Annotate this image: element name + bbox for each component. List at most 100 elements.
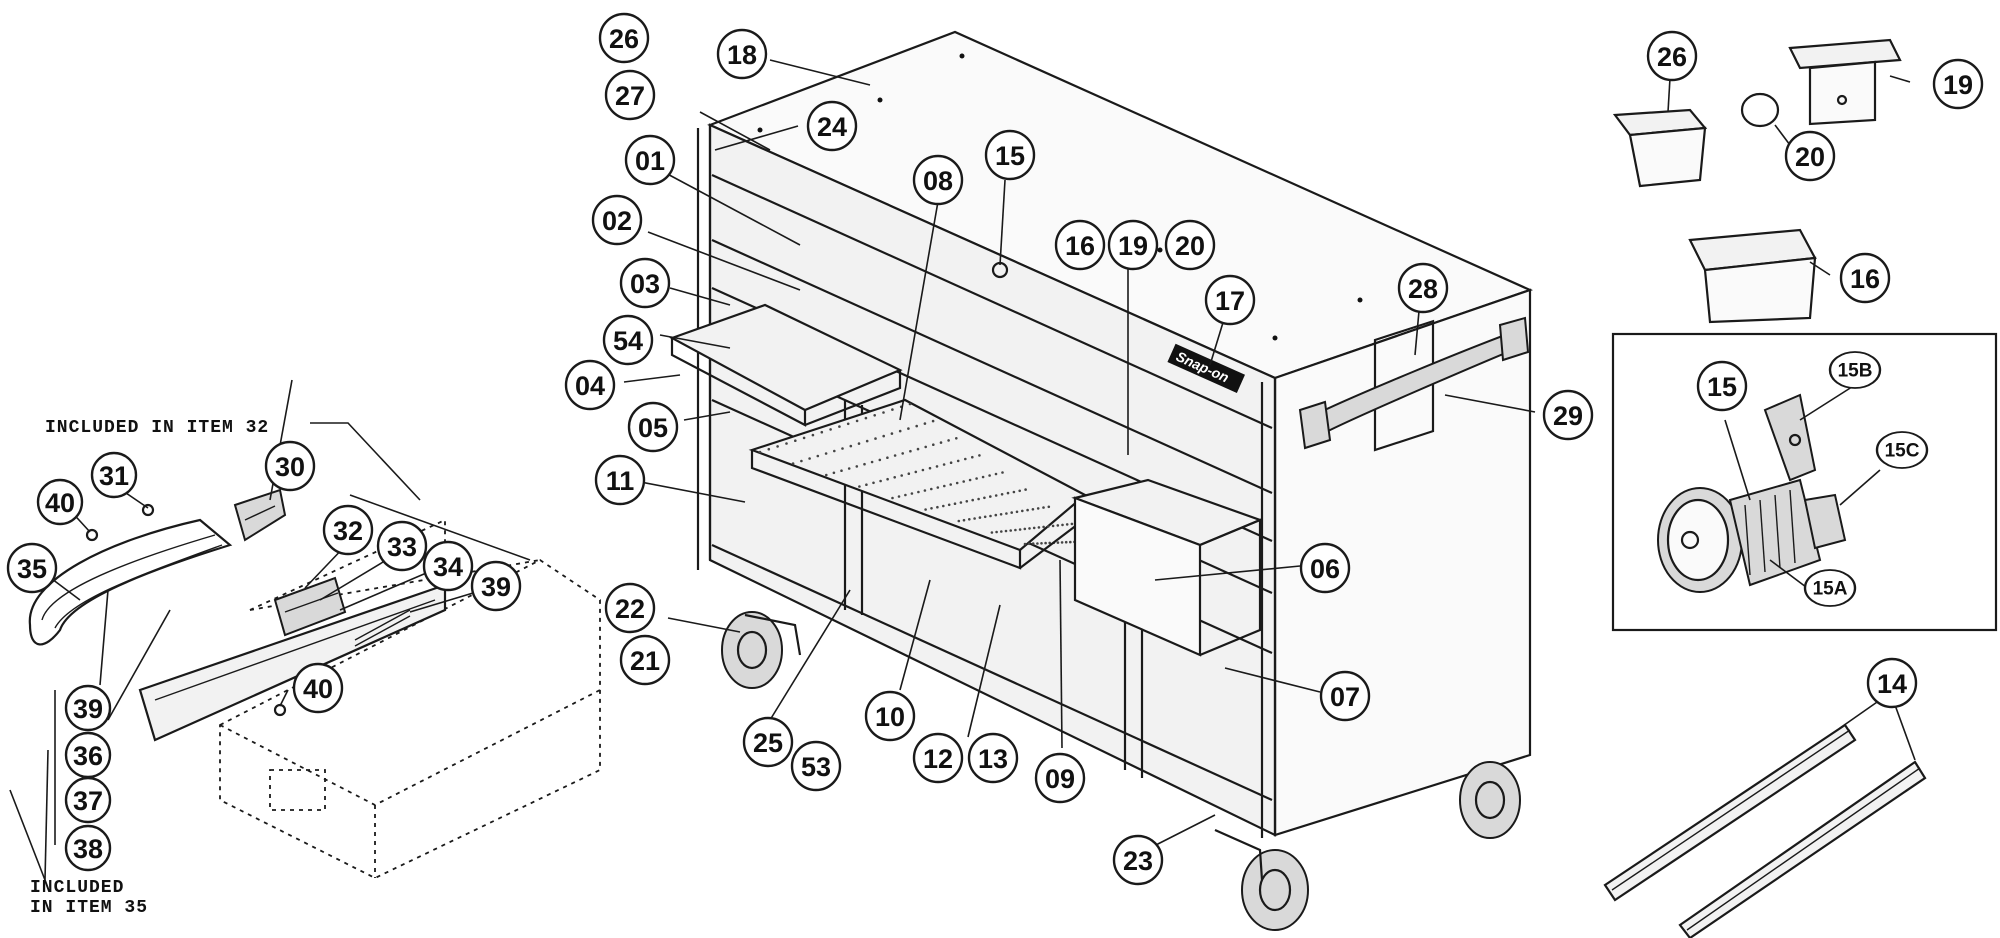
callout-label: 09	[1045, 764, 1075, 794]
callout-label: 04	[575, 371, 605, 401]
callout-c15a: 15	[984, 129, 1036, 181]
callout-c20a: 20	[1164, 219, 1216, 271]
callout-label: 38	[73, 834, 103, 864]
callout-label: 18	[727, 40, 757, 70]
callout-label: 16	[1065, 231, 1095, 261]
callout-c02: 02	[591, 194, 643, 246]
callout-label: 39	[481, 572, 511, 602]
callout-label: 27	[615, 81, 645, 111]
callout-label: 24	[817, 112, 847, 142]
callout-label: 16	[1850, 264, 1880, 294]
callout-c15C: 15C	[1875, 431, 1929, 469]
callout-label: 06	[1310, 554, 1340, 584]
callout-c13: 13	[967, 732, 1019, 784]
callout-label: 32	[333, 516, 363, 546]
callout-label: 26	[1657, 42, 1687, 72]
callout-c29: 29	[1542, 389, 1594, 441]
callout-c12: 12	[912, 732, 964, 784]
callout-label: 19	[1118, 231, 1148, 261]
callout-c22: 22	[604, 582, 656, 634]
callout-label: 12	[923, 744, 953, 774]
drawer-slides	[1603, 699, 1927, 938]
callout-label: 02	[602, 206, 632, 236]
callout-label: 22	[615, 594, 645, 624]
callout-c19a: 19	[1107, 219, 1159, 271]
callout-c32: 32	[322, 504, 374, 556]
caster-rear-right	[1459, 761, 1521, 839]
callout-c15A: 15A	[1803, 569, 1857, 607]
callout-label: 31	[99, 461, 129, 491]
callout-c18: 18	[716, 28, 768, 80]
callout-c35: 35	[6, 542, 58, 594]
callout-c31: 31	[90, 451, 138, 499]
callout-label: 54	[613, 326, 643, 356]
callout-label: 40	[303, 674, 333, 704]
callout-c21: 21	[619, 634, 671, 686]
callout-c05: 05	[627, 401, 679, 453]
callout-c09: 09	[1034, 752, 1086, 804]
callout-label: 15B	[1838, 361, 1873, 382]
callout-c36: 36	[64, 731, 112, 779]
callout-label: 05	[638, 413, 668, 443]
callout-label: 15	[995, 141, 1025, 171]
callout-c39b: 39	[64, 684, 112, 732]
callout-c03: 03	[619, 257, 671, 309]
small-parts-top-right	[1612, 38, 1911, 324]
callout-c26a: 26	[598, 12, 650, 64]
callout-c11: 11	[594, 454, 646, 506]
callout-c08: 08	[912, 154, 964, 206]
callout-label: 25	[753, 728, 783, 758]
callout-label: 28	[1408, 274, 1438, 304]
tool-cabinet: Snap-on	[623, 30, 1536, 931]
callout-c07: 07	[1319, 670, 1371, 722]
callout-c04: 04	[564, 359, 616, 411]
callout-label: 01	[635, 146, 665, 176]
callout-c25: 25	[742, 716, 794, 768]
callout-c28: 28	[1397, 262, 1449, 314]
callout-label: 40	[45, 488, 75, 518]
callout-label: 14	[1877, 669, 1907, 699]
callout-c24: 24	[806, 100, 858, 152]
callout-label: 03	[630, 269, 660, 299]
callout-label: 20	[1795, 142, 1825, 172]
callout-c10: 10	[864, 690, 916, 742]
callout-label: 08	[923, 166, 953, 196]
callout-label: 39	[73, 694, 103, 724]
callout-c16b: 16	[1839, 252, 1891, 304]
callout-label: 29	[1553, 401, 1583, 431]
note-included-line-1: INCLUDED	[30, 878, 124, 898]
callout-c26b: 26	[1646, 30, 1698, 82]
callout-label: 11	[606, 466, 635, 496]
callout-c01: 01	[624, 134, 676, 186]
callout-label: 20	[1175, 231, 1205, 261]
note-included-in-item-32: INCLUDED IN ITEM 32	[45, 418, 269, 438]
callout-label: 15	[1707, 372, 1737, 402]
caster-front-left	[721, 611, 802, 689]
callout-c15b: 15	[1696, 360, 1748, 412]
callout-c19b: 19	[1932, 58, 1984, 110]
callout-c23: 23	[1112, 834, 1164, 886]
callout-label: 15C	[1885, 441, 1920, 462]
callout-c37: 37	[64, 776, 112, 824]
callout-c33: 33	[376, 520, 428, 572]
callout-label: 36	[73, 741, 103, 771]
callout-label: 17	[1215, 286, 1245, 316]
callout-c27: 27	[604, 69, 656, 121]
callout-c14: 14	[1866, 657, 1918, 709]
callout-label: 26	[609, 24, 639, 54]
callout-c40a: 40	[36, 478, 84, 526]
callout-c34: 34	[422, 540, 474, 592]
callout-c38: 38	[64, 824, 112, 872]
callout-c39a: 39	[470, 560, 522, 612]
callout-label: 19	[1943, 70, 1973, 100]
callout-c17: 17	[1204, 274, 1256, 326]
callout-c40b: 40	[292, 662, 344, 714]
callout-label: 13	[978, 744, 1008, 774]
callout-c16a: 16	[1054, 219, 1106, 271]
callout-c15B: 15B	[1828, 351, 1882, 389]
callout-label: 30	[275, 452, 305, 482]
callout-label: 37	[73, 786, 103, 816]
callout-c30: 30	[264, 440, 316, 492]
